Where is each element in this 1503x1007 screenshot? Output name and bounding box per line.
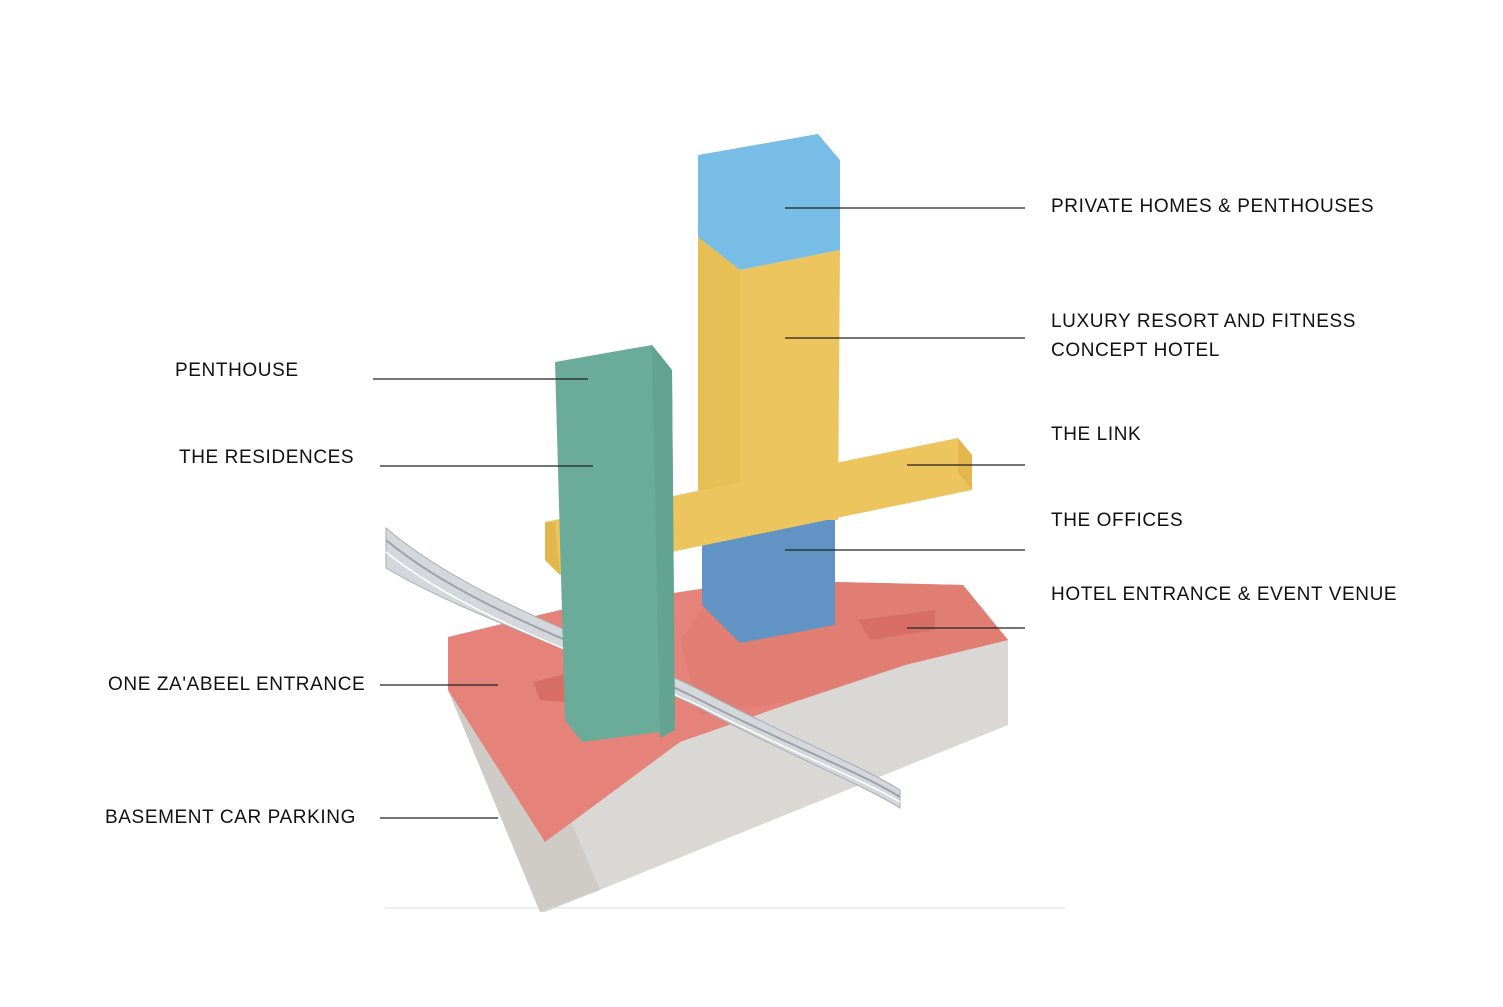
label-private-homes: PRIVATE HOMES & PENTHOUSES	[1051, 196, 1375, 217]
private-homes-block	[698, 134, 840, 270]
hotel-entrance-notch	[858, 610, 935, 640]
one-zaabeel-entrance-notch	[533, 674, 565, 702]
label-one-zaabeel-entrance: ONE ZA'ABEEL ENTRANCE	[108, 674, 366, 695]
label-the-offices: THE OFFICES	[1051, 510, 1184, 531]
label-penthouse: PENTHOUSE	[175, 360, 299, 381]
hotel-tower	[698, 237, 840, 520]
label-luxury-resort: LUXURY RESORT AND FITNESS CONCEPT HOTEL	[1051, 307, 1356, 365]
residences-tower	[555, 345, 675, 742]
label-luxury-resort-line1: LUXURY RESORT AND FITNESS	[1051, 311, 1357, 332]
label-the-residences: THE RESIDENCES	[179, 447, 355, 468]
label-hotel-entrance: HOTEL ENTRANCE & EVENT VENUE	[1051, 584, 1398, 605]
offices-block	[702, 508, 835, 643]
label-basement-car-parking: BASEMENT CAR PARKING	[105, 807, 356, 828]
label-the-link: THE LINK	[1051, 424, 1142, 445]
label-luxury-resort-line2: CONCEPT HOTEL	[1051, 340, 1220, 361]
